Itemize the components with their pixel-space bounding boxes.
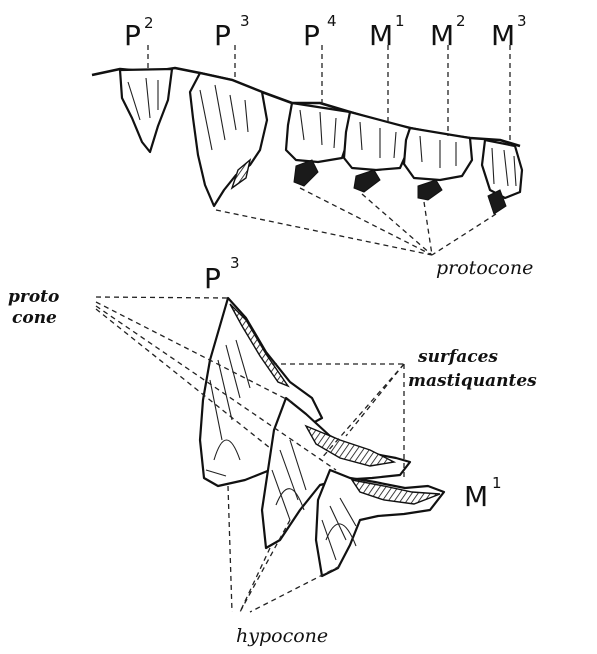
svg-text:M: M bbox=[369, 19, 393, 52]
svg-text:4: 4 bbox=[327, 12, 337, 30]
svg-text:3: 3 bbox=[230, 254, 240, 272]
svg-text:3: 3 bbox=[517, 12, 527, 30]
svg-text:M: M bbox=[464, 480, 488, 513]
svg-text:P: P bbox=[214, 19, 231, 52]
svg-text:M: M bbox=[430, 19, 454, 52]
svg-text:P: P bbox=[204, 262, 221, 295]
hypocone-label: hypocone bbox=[236, 625, 328, 647]
protocone-label-lower-line2: cone bbox=[12, 308, 57, 328]
tooth-label-p3: P 3 bbox=[214, 12, 250, 52]
svg-text:2: 2 bbox=[456, 12, 466, 30]
svg-text:P: P bbox=[124, 19, 141, 52]
protocone-leaders-upper bbox=[216, 188, 496, 255]
svg-text:1: 1 bbox=[395, 12, 405, 30]
tooth-label-m3: M 3 bbox=[491, 12, 527, 52]
tooth-m1 bbox=[344, 112, 410, 170]
tooth-m3 bbox=[482, 140, 522, 198]
tooth-p4 bbox=[286, 103, 350, 162]
tooth-m2 bbox=[404, 128, 472, 180]
tooth-label-m1-lower: M 1 bbox=[464, 474, 502, 513]
tooth-label-p3-lower: P 3 bbox=[204, 254, 240, 295]
svg-text:2: 2 bbox=[144, 14, 154, 32]
svg-text:3: 3 bbox=[240, 12, 250, 30]
tooth-label-p4: P 4 bbox=[303, 12, 337, 52]
svg-text:1: 1 bbox=[492, 474, 502, 492]
tooth-p3 bbox=[190, 73, 267, 206]
protocone-label-lower-line1: proto bbox=[8, 287, 59, 307]
tooth-label-p2: P 2 bbox=[124, 14, 154, 52]
surfaces-label-line1: surfaces bbox=[417, 347, 498, 367]
lower-teeth-figure: P 3 M 1 proto cone surfaces mastiquantes… bbox=[8, 254, 537, 647]
tooth-label-m2: M 2 bbox=[430, 12, 466, 52]
svg-text:P: P bbox=[303, 19, 320, 52]
surfaces-label-line2: mastiquantes bbox=[408, 371, 537, 391]
tooth-label-m1: M 1 bbox=[369, 12, 405, 52]
protocone-label-upper: protocone bbox=[436, 257, 533, 279]
svg-text:M: M bbox=[491, 19, 515, 52]
upper-jaw-figure: P 2 P 3 P 4 M 1 M 2 M 3 protocone bbox=[92, 12, 533, 279]
